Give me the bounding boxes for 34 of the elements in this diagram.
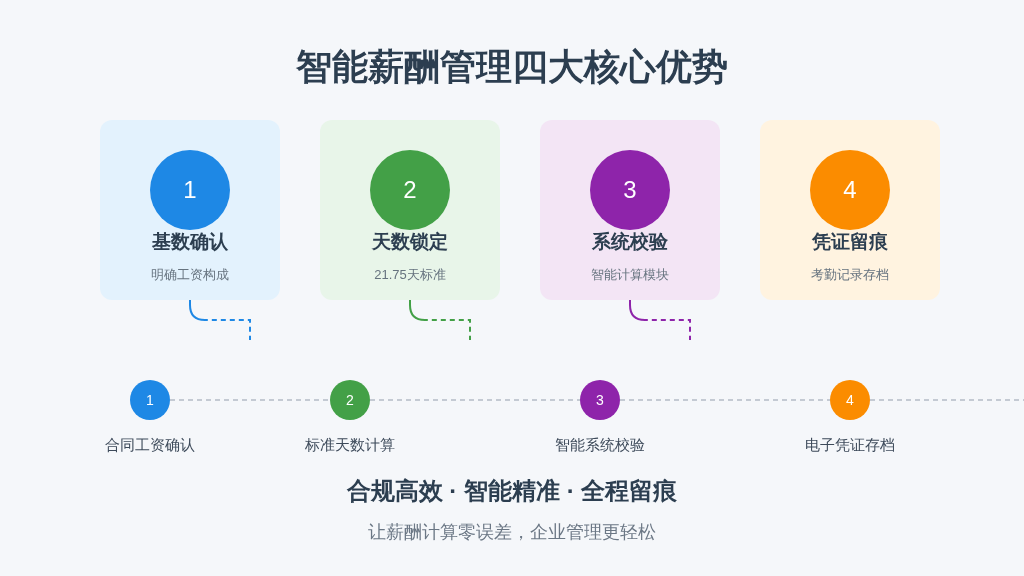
- feature-card: [100, 120, 280, 300]
- tagline: 合规高效 · 智能精准 · 全程留痕: [346, 477, 678, 506]
- step-label: 电子凭证存档: [805, 436, 895, 454]
- step-circle: 3: [580, 380, 620, 420]
- step-label: 合同工资确认: [105, 436, 195, 454]
- card-description: 明确工资构成: [151, 267, 229, 283]
- timeline-line: [369, 399, 581, 401]
- card-description: 考勤记录存档: [811, 267, 889, 283]
- timeline-line: [619, 399, 831, 401]
- card-description: 21.75天标准: [374, 267, 446, 283]
- number-circle: 1: [150, 150, 230, 230]
- card-heading: 基数确认: [152, 231, 228, 254]
- timeline-line: [169, 399, 331, 401]
- step-label: 智能系统校验: [555, 436, 645, 454]
- connector-line: [189, 299, 251, 341]
- connector-line: [409, 299, 471, 341]
- number-circle: 2: [370, 150, 450, 230]
- step-circle: 2: [330, 380, 370, 420]
- step-circle: 1: [130, 380, 170, 420]
- timeline-line: [869, 399, 1024, 401]
- number-circle: 4: [810, 150, 890, 230]
- card-description: 智能计算模块: [591, 267, 669, 283]
- card-heading: 系统校验: [592, 231, 668, 254]
- step-label: 标准天数计算: [305, 436, 395, 454]
- subtitle: 让薪酬计算零误差，企业管理更轻松: [368, 522, 656, 544]
- number-circle: 3: [590, 150, 670, 230]
- step-circle: 4: [830, 380, 870, 420]
- feature-card: [760, 120, 940, 300]
- connector-line: [629, 299, 691, 341]
- card-heading: 天数锁定: [372, 231, 448, 254]
- title: 智能薪酬管理四大核心优势: [296, 45, 728, 89]
- feature-card: [540, 120, 720, 300]
- card-heading: 凭证留痕: [812, 231, 888, 254]
- feature-card: [320, 120, 500, 300]
